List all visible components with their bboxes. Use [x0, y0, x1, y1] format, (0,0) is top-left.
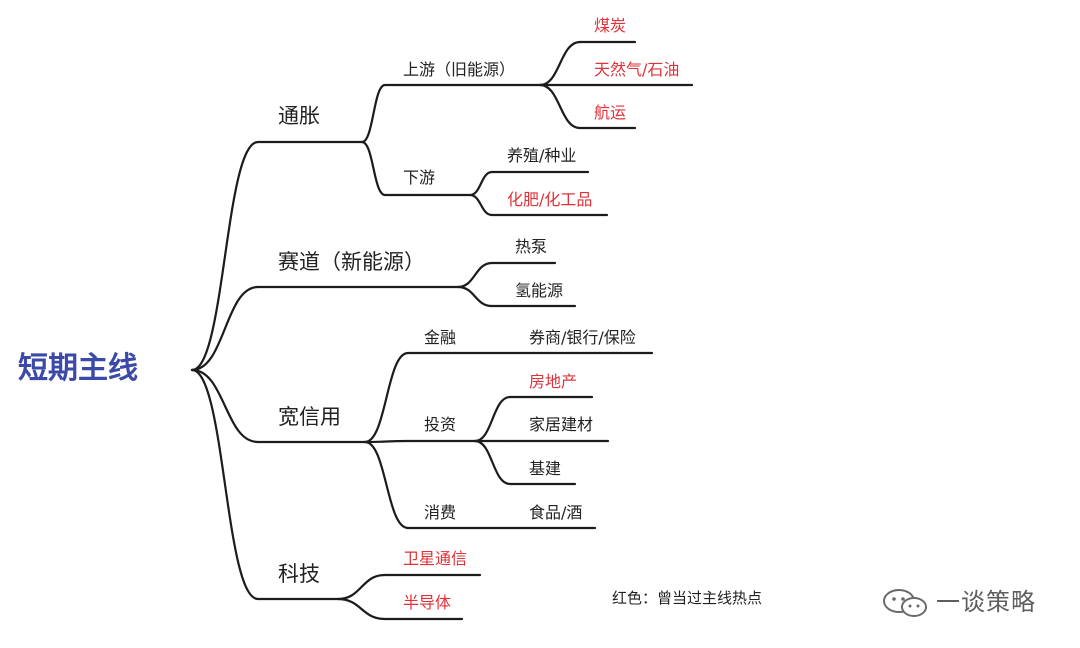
connector-downstream-fertilizer-chemical — [468, 193, 494, 217]
leaf-node-real-estate: 房地产 — [529, 372, 578, 391]
leaf-node-shipping: 航运 — [594, 103, 627, 122]
connector-upstream-coal — [538, 40, 582, 87]
sub-node-consumption: 消费 — [424, 503, 457, 522]
leaf-node-gas-oil: 天然气/石油 — [594, 60, 680, 79]
leaf-node-hydrogen: 氢能源 — [515, 281, 564, 300]
branch-node-new-energy: 赛道（新能源） — [278, 250, 425, 274]
wechat-icon — [883, 589, 927, 617]
leaf-node-infrastructure: 基建 — [529, 459, 562, 478]
sub-node-finance: 金融 — [424, 328, 457, 347]
connector-technology-semiconductor — [336, 597, 387, 621]
connector-new-energy-hydrogen — [456, 285, 494, 308]
sub-node-investment: 投资 — [424, 415, 457, 434]
connector-investment-real-estate — [473, 395, 512, 443]
sub-node-downstream: 下游 — [403, 168, 436, 187]
branch-node-broad-credit: 宽信用 — [278, 405, 341, 429]
leaf-node-coal: 煤炭 — [594, 16, 627, 35]
leaf-node-satellite-comm: 卫星通信 — [403, 549, 468, 568]
leaf-node-brokers-banks-insurance: 券商/银行/保险 — [529, 328, 636, 347]
connector-upstream-shipping — [538, 83, 582, 130]
leaf-node-semiconductor: 半导体 — [403, 593, 452, 612]
connector-investment-infrastructure — [473, 439, 512, 486]
connector-technology-satellite-comm — [336, 573, 387, 601]
connector-broad-credit-investment — [363, 439, 410, 444]
connector-root-inflation — [190, 140, 260, 372]
branch-node-inflation: 通胀 — [278, 104, 320, 128]
leaf-node-fertilizer-chemical: 化肥/化工品 — [507, 190, 593, 209]
connector-inflation-upstream — [360, 83, 387, 144]
sub-node-upstream: 上游（旧能源） — [403, 60, 516, 79]
connector-broad-credit-consumption — [363, 440, 410, 530]
connector-new-energy-heat-pump — [456, 261, 494, 289]
connector-downstream-breeding-seed — [468, 170, 494, 197]
connector-root-broad-credit — [190, 368, 260, 444]
watermark-text: 一谈策略 — [936, 588, 1036, 616]
root-node: 短期主线 — [18, 351, 138, 386]
connector-broad-credit-finance — [363, 351, 410, 444]
connector-root-new-energy — [190, 285, 260, 372]
leaf-node-home-building-materials: 家居建材 — [529, 415, 594, 434]
connector-inflation-downstream — [360, 140, 387, 197]
legend-note: 红色：曾当过主线热点 — [612, 589, 763, 607]
connector-root-technology — [190, 368, 260, 601]
branch-node-technology: 科技 — [278, 562, 320, 586]
leaf-node-breeding-seed: 养殖/种业 — [507, 146, 577, 165]
leaf-node-food-liquor: 食品/酒 — [529, 503, 583, 522]
leaf-node-heat-pump: 热泵 — [515, 237, 548, 256]
